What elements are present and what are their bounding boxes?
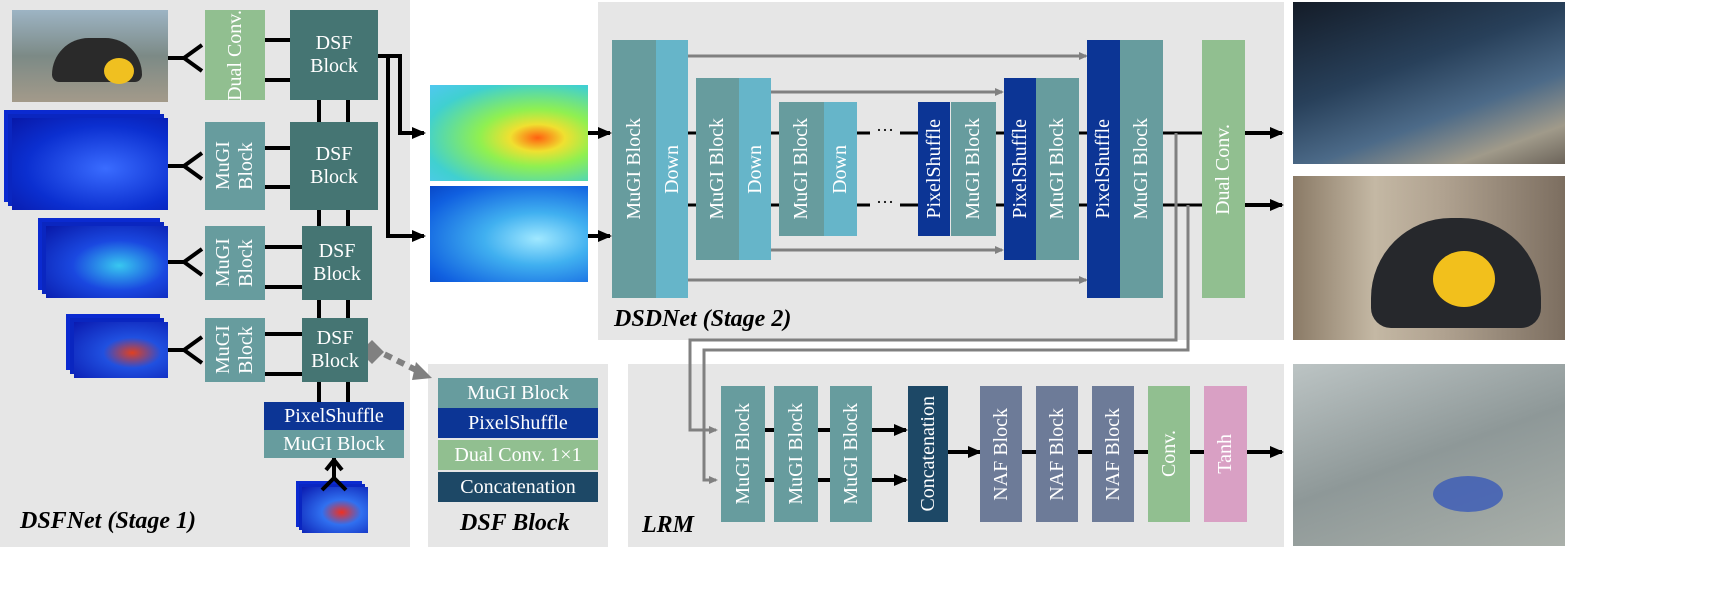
heatmap-bottom <box>430 186 588 282</box>
output-transmission <box>1293 176 1565 340</box>
feature-stack-1 <box>12 118 168 210</box>
lrm-concatenation: Concatenation <box>908 386 948 522</box>
ellipsis-bottom: ··· <box>876 192 894 212</box>
feature-stack-2 <box>46 226 168 298</box>
dsd-pixelshuffle-1: PixelShuffle <box>918 102 950 236</box>
output-feature-stack <box>302 487 368 533</box>
lrm-naf-1: NAF Block <box>980 386 1022 522</box>
dsd-pixelshuffle-2: PixelShuffle <box>1004 78 1036 260</box>
label-dsdnet: DSDNet (Stage 2) <box>614 306 792 332</box>
dsd-mugi-4: MuGI Block <box>951 102 996 236</box>
lrm-tanh: Tanh <box>1204 386 1247 522</box>
output-residual <box>1293 364 1565 546</box>
lrm-mugi-3: MuGI Block <box>830 386 872 522</box>
label-dsfnet: DSFNet (Stage 1) <box>20 508 196 534</box>
label-lrm: LRM <box>642 512 695 538</box>
dsd-mugi-1: MuGI Block <box>612 40 656 298</box>
output-reflection <box>1293 2 1565 164</box>
lrm-conv: Conv. <box>1148 386 1190 522</box>
input-photo <box>12 10 168 102</box>
dual-conv-block: Dual Conv. <box>205 10 265 100</box>
dsf-block-3: DSF Block <box>302 226 372 300</box>
dsf-legend-mugi: MuGI Block <box>438 378 598 408</box>
label-dsf-block: DSF Block <box>460 510 570 536</box>
dsd-down-1: Down <box>656 40 688 298</box>
dsd-down-3: Down <box>824 102 857 236</box>
lrm-mugi-1: MuGI Block <box>721 386 765 522</box>
lrm-naf-2: NAF Block <box>1036 386 1078 522</box>
dsd-mugi-6: MuGI Block <box>1120 40 1163 298</box>
lrm-naf-3: NAF Block <box>1092 386 1134 522</box>
lrm-mugi-2: MuGI Block <box>774 386 818 522</box>
dsf-legend-dual-conv: Dual Conv. 1×1 <box>438 440 598 470</box>
dsd-down-2: Down <box>739 78 771 260</box>
mugi-block-2: MuGI Block <box>205 226 265 300</box>
mugi-block-stage1-bottom: MuGI Block <box>264 430 404 458</box>
dsd-mugi-2: MuGI Block <box>696 78 739 260</box>
dsd-dual-conv: Dual Conv. <box>1202 40 1245 298</box>
dsd-mugi-3: MuGI Block <box>779 102 824 236</box>
dsd-pixelshuffle-3: PixelShuffle <box>1087 40 1120 298</box>
dsf-legend-pixelshuffle: PixelShuffle <box>438 408 598 438</box>
pixelshuffle-block-stage1: PixelShuffle <box>264 402 404 430</box>
feature-stack-3 <box>74 322 168 378</box>
dsf-block-4: DSF Block <box>302 318 368 382</box>
dsf-block-2: DSF Block <box>290 122 378 210</box>
ellipsis-top: ··· <box>876 120 894 140</box>
mugi-block-3: MuGI Block <box>205 318 265 382</box>
heatmap-top <box>430 85 588 181</box>
dsd-mugi-5: MuGI Block <box>1036 78 1079 260</box>
mugi-block-1: MuGI Block <box>205 122 265 210</box>
dsf-block-1: DSF Block <box>290 10 378 100</box>
dsf-legend-concat: Concatenation <box>438 472 598 502</box>
